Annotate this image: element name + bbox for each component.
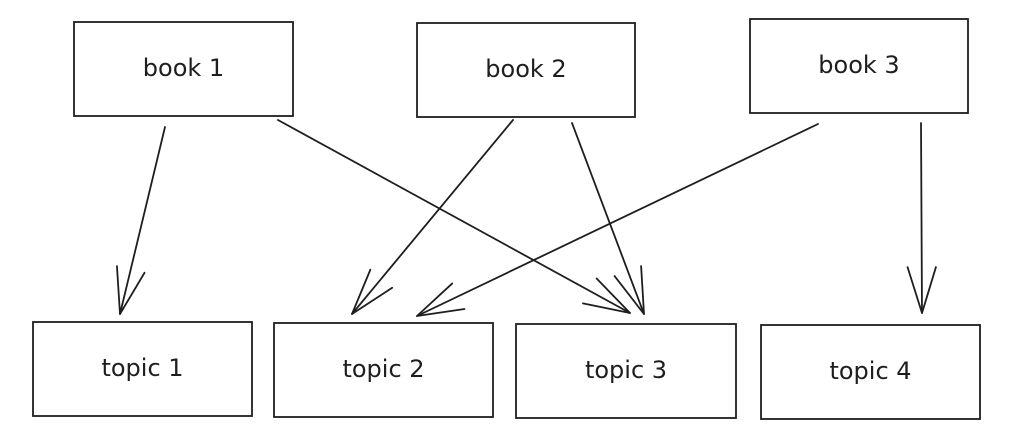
book-box-3: [749, 18, 969, 114]
topic-node-1: topic 1: [32, 321, 253, 417]
book-label-2: book 2: [485, 55, 566, 83]
topic-box-1: [32, 321, 253, 417]
arrowhead-icon: [116, 265, 146, 315]
book-label-1: book 1: [143, 54, 224, 82]
arrow-book-1-to-topic-3: [277, 119, 631, 314]
topic-label-1: topic 1: [101, 354, 183, 382]
arrowhead-icon: [613, 265, 645, 315]
book-node-2: book 2: [416, 22, 636, 118]
arrow-line: [119, 126, 166, 315]
topic-label-2: topic 2: [342, 355, 424, 383]
topic-box-4: [760, 324, 981, 420]
book-label-3: book 3: [818, 51, 899, 79]
arrow-line: [920, 122, 923, 314]
book-box-1: [73, 21, 294, 117]
arrow-line: [571, 122, 645, 315]
book-node-1: book 1: [73, 21, 294, 117]
arrow-book-2-to-topic-2: [351, 119, 514, 315]
topic-node-2: topic 2: [273, 322, 494, 418]
book-box-2: [416, 22, 636, 118]
arrowhead-icon: [906, 266, 937, 314]
arrow-line: [416, 123, 819, 317]
arrow-book-2-to-topic-3: [571, 122, 645, 315]
arrowhead-icon: [416, 282, 466, 317]
topic-label-4: topic 4: [829, 357, 911, 385]
arrowhead-icon: [582, 277, 631, 314]
edges: [116, 119, 937, 317]
topic-label-3: topic 3: [585, 356, 667, 384]
arrow-book-3-to-topic-2: [416, 123, 819, 317]
topic-node-3: topic 3: [515, 323, 737, 419]
topic-box-2: [273, 322, 494, 418]
arrow-line: [351, 119, 514, 315]
arrow-line: [277, 119, 631, 314]
topic-node-4: topic 4: [760, 324, 981, 420]
topic-box-3: [515, 323, 737, 419]
arrow-book-3-to-topic-4: [906, 122, 937, 314]
arrow-book-1-to-topic-1: [116, 126, 166, 315]
book-node-3: book 3: [749, 18, 969, 114]
arrowhead-icon: [351, 268, 394, 315]
